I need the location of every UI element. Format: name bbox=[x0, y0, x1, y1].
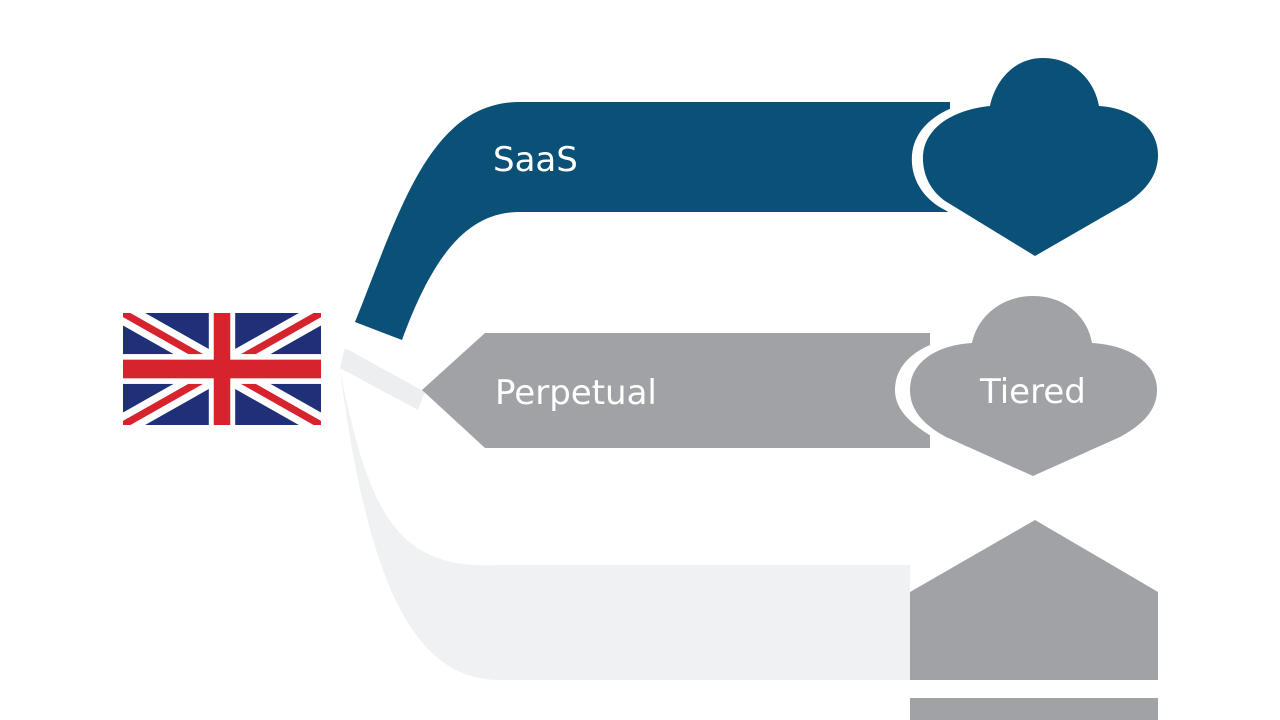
branch-saas: SaaS bbox=[355, 102, 950, 340]
house-icon-base bbox=[910, 698, 1158, 720]
perpetual-label: Perpetual bbox=[495, 373, 657, 413]
uk-flag-icon bbox=[123, 313, 321, 425]
cloud-icon-shape bbox=[910, 296, 1157, 476]
cloud-icon-shape bbox=[922, 58, 1158, 256]
saas-ribbon bbox=[355, 102, 950, 340]
saas-label: SaaS bbox=[493, 140, 578, 180]
house-icon-shape bbox=[910, 520, 1158, 680]
branch-perpetual: Perpetual bbox=[422, 333, 930, 448]
cloud-icon bbox=[911, 52, 1165, 264]
branch-third bbox=[340, 370, 910, 680]
branch-connector-wedge bbox=[340, 348, 425, 410]
branch-third-ribbon bbox=[340, 370, 910, 680]
house-icon bbox=[910, 520, 1158, 720]
cloud-icon: Tiered bbox=[895, 290, 1165, 484]
tiered-label: Tiered bbox=[979, 372, 1086, 412]
perpetual-arrow bbox=[422, 333, 930, 448]
